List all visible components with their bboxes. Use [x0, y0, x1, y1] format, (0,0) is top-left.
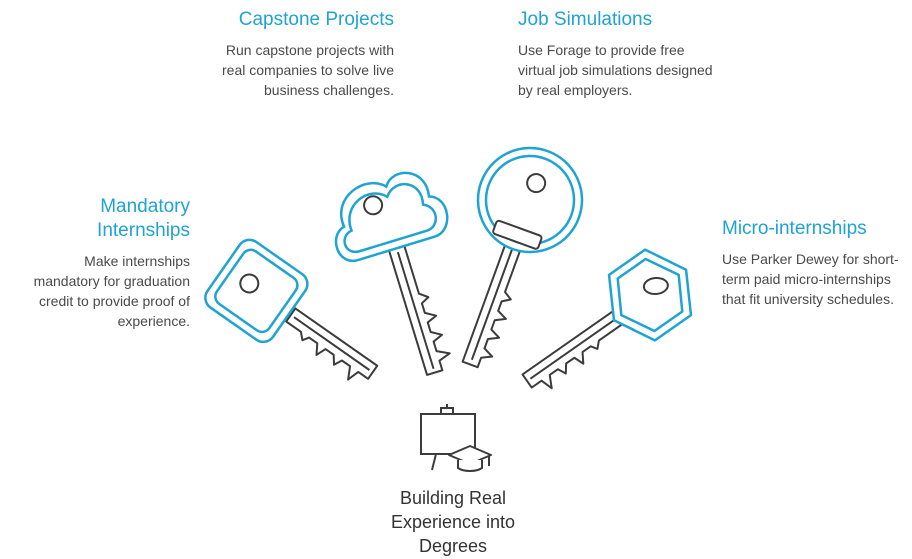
key-icon-micro [521, 248, 693, 390]
mandatory-internships-description: Make internships mandatory for graduatio… [33, 253, 190, 329]
micro-internships-block: Micro-internships Use Parker Dewey for s… [722, 217, 907, 309]
center-title: Building Real Experience into Degrees [390, 488, 516, 556]
mandatory-internships-block: Mandatory Internships Make internships m… [30, 195, 190, 331]
blackboard-icon [420, 404, 476, 471]
micro-internships-description: Use Parker Dewey for short-term paid mic… [722, 251, 899, 307]
key-icon-mandatory [204, 238, 379, 381]
graduation-cap-icon [448, 445, 492, 472]
mandatory-internships-title: Mandatory Internships [97, 196, 190, 241]
capstone-block: Capstone Projects Run capstone projects … [200, 8, 394, 100]
capstone-title: Capstone Projects [238, 9, 394, 30]
job-simulations-description: Use Forage to provide free virtual job s… [518, 42, 713, 98]
key-icon-jobsim [461, 146, 584, 369]
micro-internships-title: Micro-internships [722, 218, 867, 239]
job-simulations-title: Job Simulations [518, 9, 653, 30]
job-simulations-block: Job Simulations Use Forage to provide fr… [518, 8, 718, 100]
key-icon-capstone [334, 171, 451, 376]
capstone-description: Run capstone projects with real companie… [222, 42, 394, 98]
